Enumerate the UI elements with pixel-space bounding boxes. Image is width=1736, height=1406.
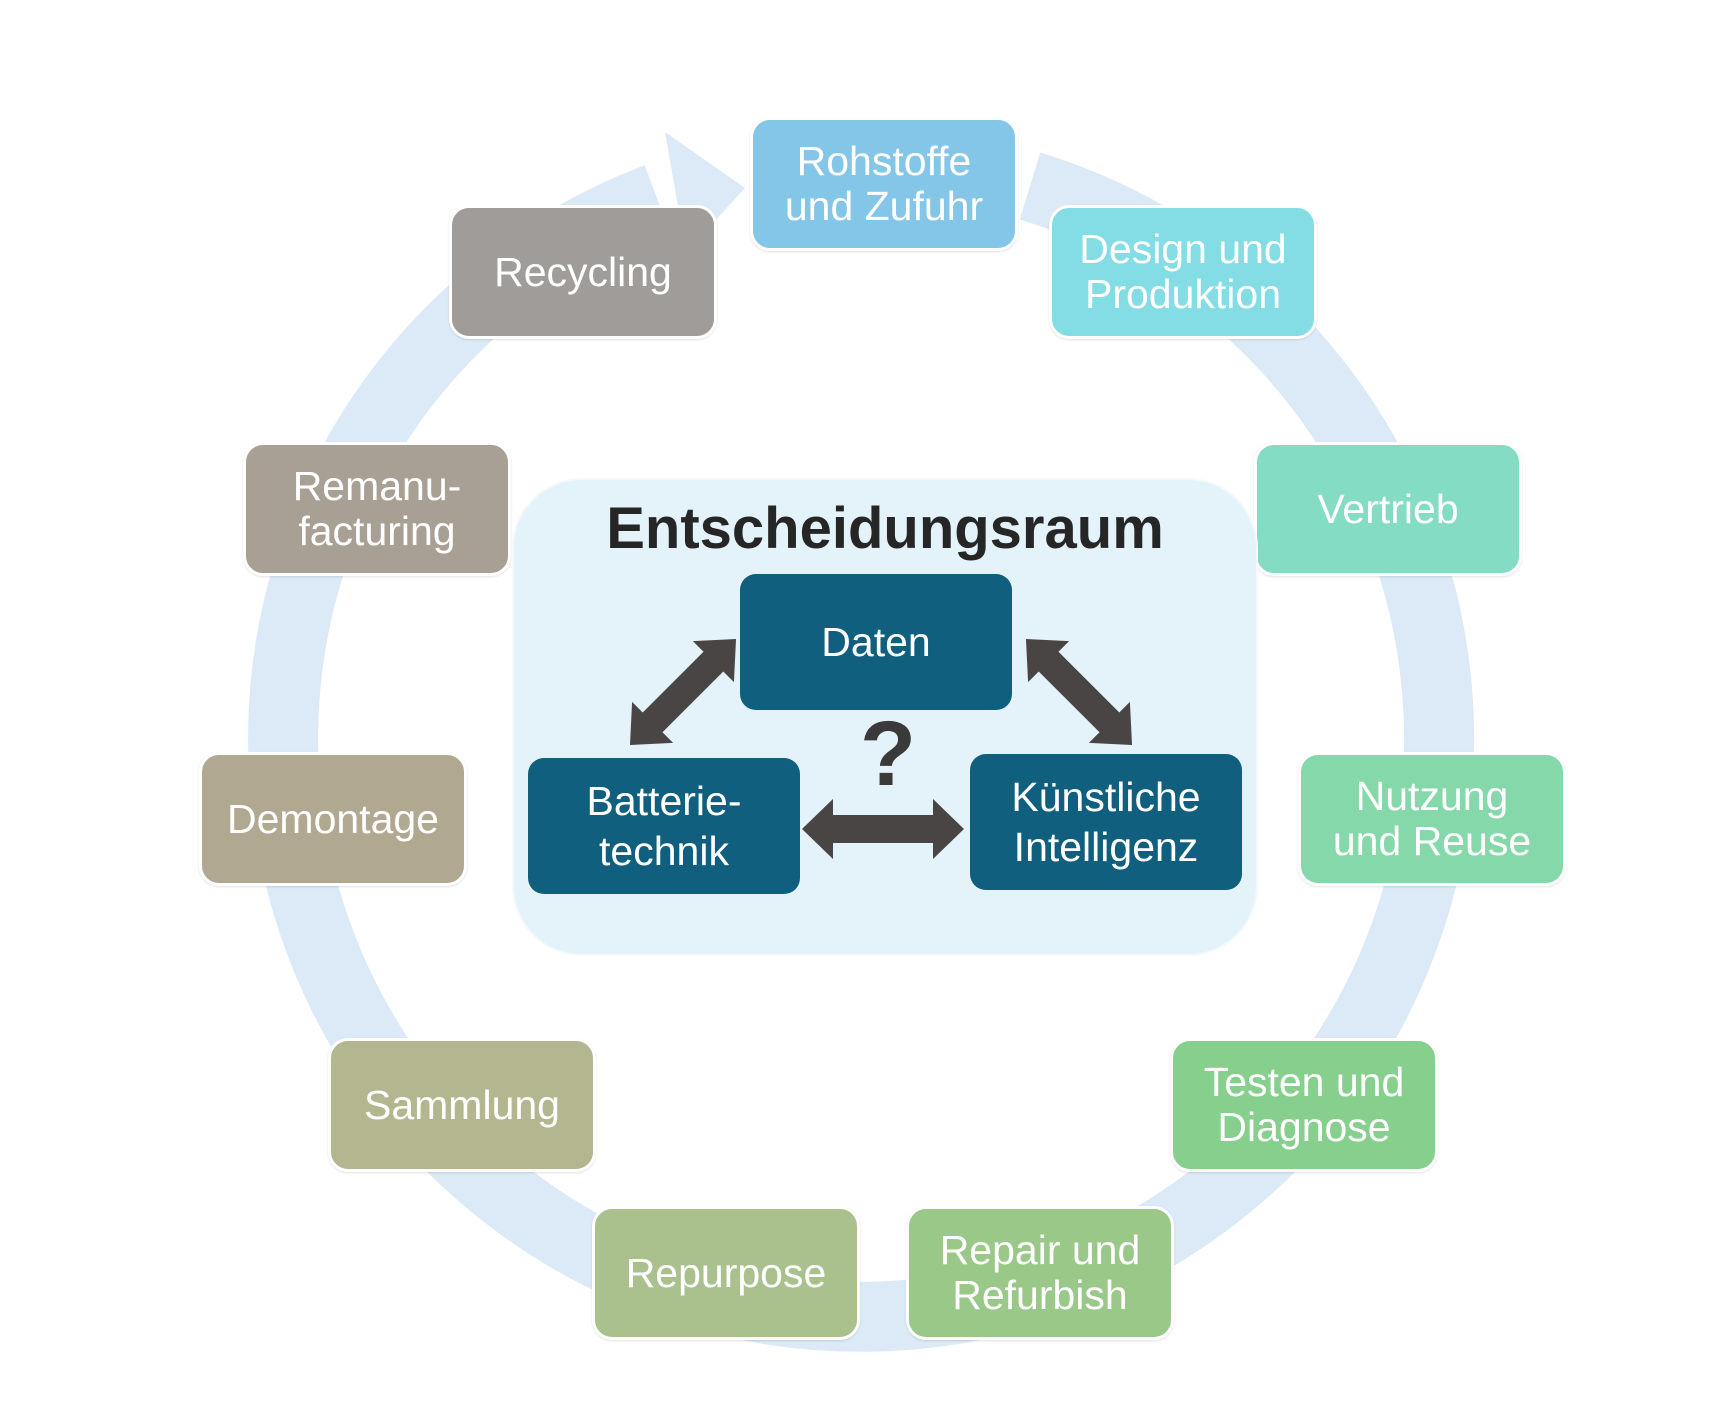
node-rohstoffe: Rohstoffe und Zufuhr (750, 117, 1018, 251)
node-recycling: Recycling (449, 205, 717, 339)
node-design: Design und Produktion (1049, 205, 1317, 339)
node-nutzung-label: Nutzung und Reuse (1332, 773, 1532, 864)
node-recycling-label: Recycling (494, 248, 672, 295)
node-design-label: Design und Produktion (1079, 226, 1287, 317)
connector-daten-batterie (629, 638, 737, 746)
topic-daten-label: Daten (821, 619, 931, 665)
node-testen-label: Testen und Diagnose (1203, 1059, 1405, 1150)
topic-batterietechnik: Batterie- technik (528, 758, 800, 894)
node-demontage-label: Demontage (227, 795, 439, 842)
node-testen: Testen und Diagnose (1170, 1038, 1438, 1172)
node-vertrieb-label: Vertrieb (1317, 485, 1459, 532)
node-repurpose: Repurpose (592, 1206, 860, 1340)
node-remanufacturing: Remanu- facturing (243, 442, 511, 576)
question-mark: ? (859, 703, 917, 805)
connector-batterie-ki (802, 799, 964, 859)
node-repair: Repair und Refurbish (906, 1206, 1174, 1340)
node-demontage: Demontage (199, 752, 467, 886)
node-rohstoffe-label: Rohstoffe und Zufuhr (784, 138, 984, 229)
topic-daten: Daten (740, 574, 1012, 710)
node-repurpose-label: Repurpose (625, 1249, 827, 1296)
connector-daten-ki (1025, 638, 1133, 746)
node-remanufacturing-label: Remanu- facturing (292, 463, 462, 554)
topic-batterietechnik-label: Batterie- technik (586, 778, 742, 874)
node-sammlung: Sammlung (328, 1038, 596, 1172)
decision-space-title: Entscheidungsraum (606, 496, 1164, 561)
node-vertrieb: Vertrieb (1254, 442, 1522, 576)
node-nutzung: Nutzung und Reuse (1298, 752, 1566, 886)
topic-ki-label: Künstliche Intelligenz (1011, 774, 1201, 870)
node-sammlung-label: Sammlung (364, 1081, 560, 1128)
topic-kuenstliche-intelligenz: Künstliche Intelligenz (970, 754, 1242, 890)
node-repair-label: Repair und Refurbish (939, 1227, 1141, 1318)
